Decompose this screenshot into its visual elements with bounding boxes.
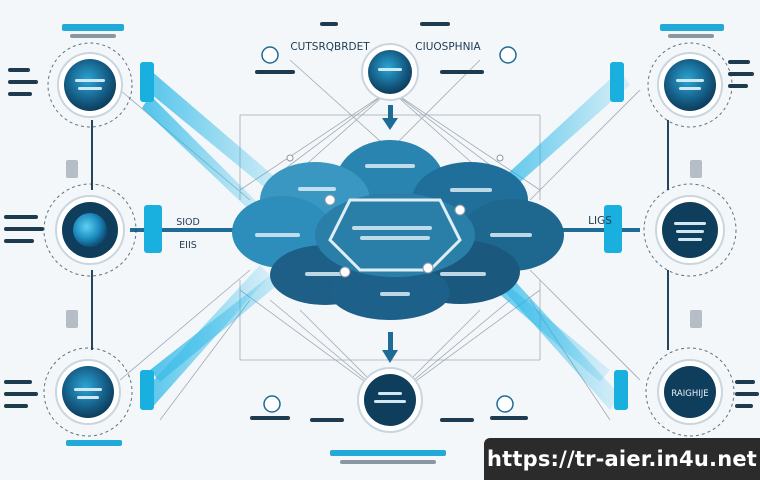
node-top-right	[657, 52, 723, 118]
light-beams	[140, 70, 630, 410]
diagram-labels: CUTSRQBRDET CIUOSPHNIA LIGS SIOD EIIS	[176, 41, 612, 251]
node-top-left	[57, 52, 123, 118]
badge-icon	[261, 46, 279, 64]
left-mid-top-label: SIOD	[176, 217, 200, 228]
small-icons	[261, 46, 517, 413]
node-middle-left	[55, 195, 125, 265]
caption-marks	[4, 22, 759, 464]
node-bottom-right-label: RAIGHIJE	[671, 389, 708, 399]
arrow-down-icon	[382, 105, 398, 130]
badge-icon	[496, 395, 514, 413]
tab-accents	[140, 62, 628, 410]
badge-icon	[263, 395, 281, 413]
watermark-url: https://tr-aier.in4u.net	[484, 438, 760, 480]
node-top-center	[361, 43, 419, 101]
node-middle-right	[655, 195, 725, 265]
top-center-right-label: CIUOSPHNIA	[415, 41, 481, 53]
connector-lines	[119, 59, 641, 421]
badge-icon	[499, 46, 517, 64]
left-mid-bottom-label: EIIS	[179, 240, 197, 251]
right-mid-label: LIGS	[588, 215, 612, 227]
node-bottom-right: RAIGHIJE	[657, 359, 723, 425]
node-bottom-left	[55, 359, 121, 425]
node-bottom-center	[357, 367, 423, 433]
arrow-icons	[382, 105, 398, 363]
cloud-text-marks	[255, 164, 532, 296]
arrow-down-icon	[382, 332, 398, 363]
top-center-left-label: CUTSRQBRDET	[290, 41, 370, 53]
connector-dots	[286, 154, 504, 278]
